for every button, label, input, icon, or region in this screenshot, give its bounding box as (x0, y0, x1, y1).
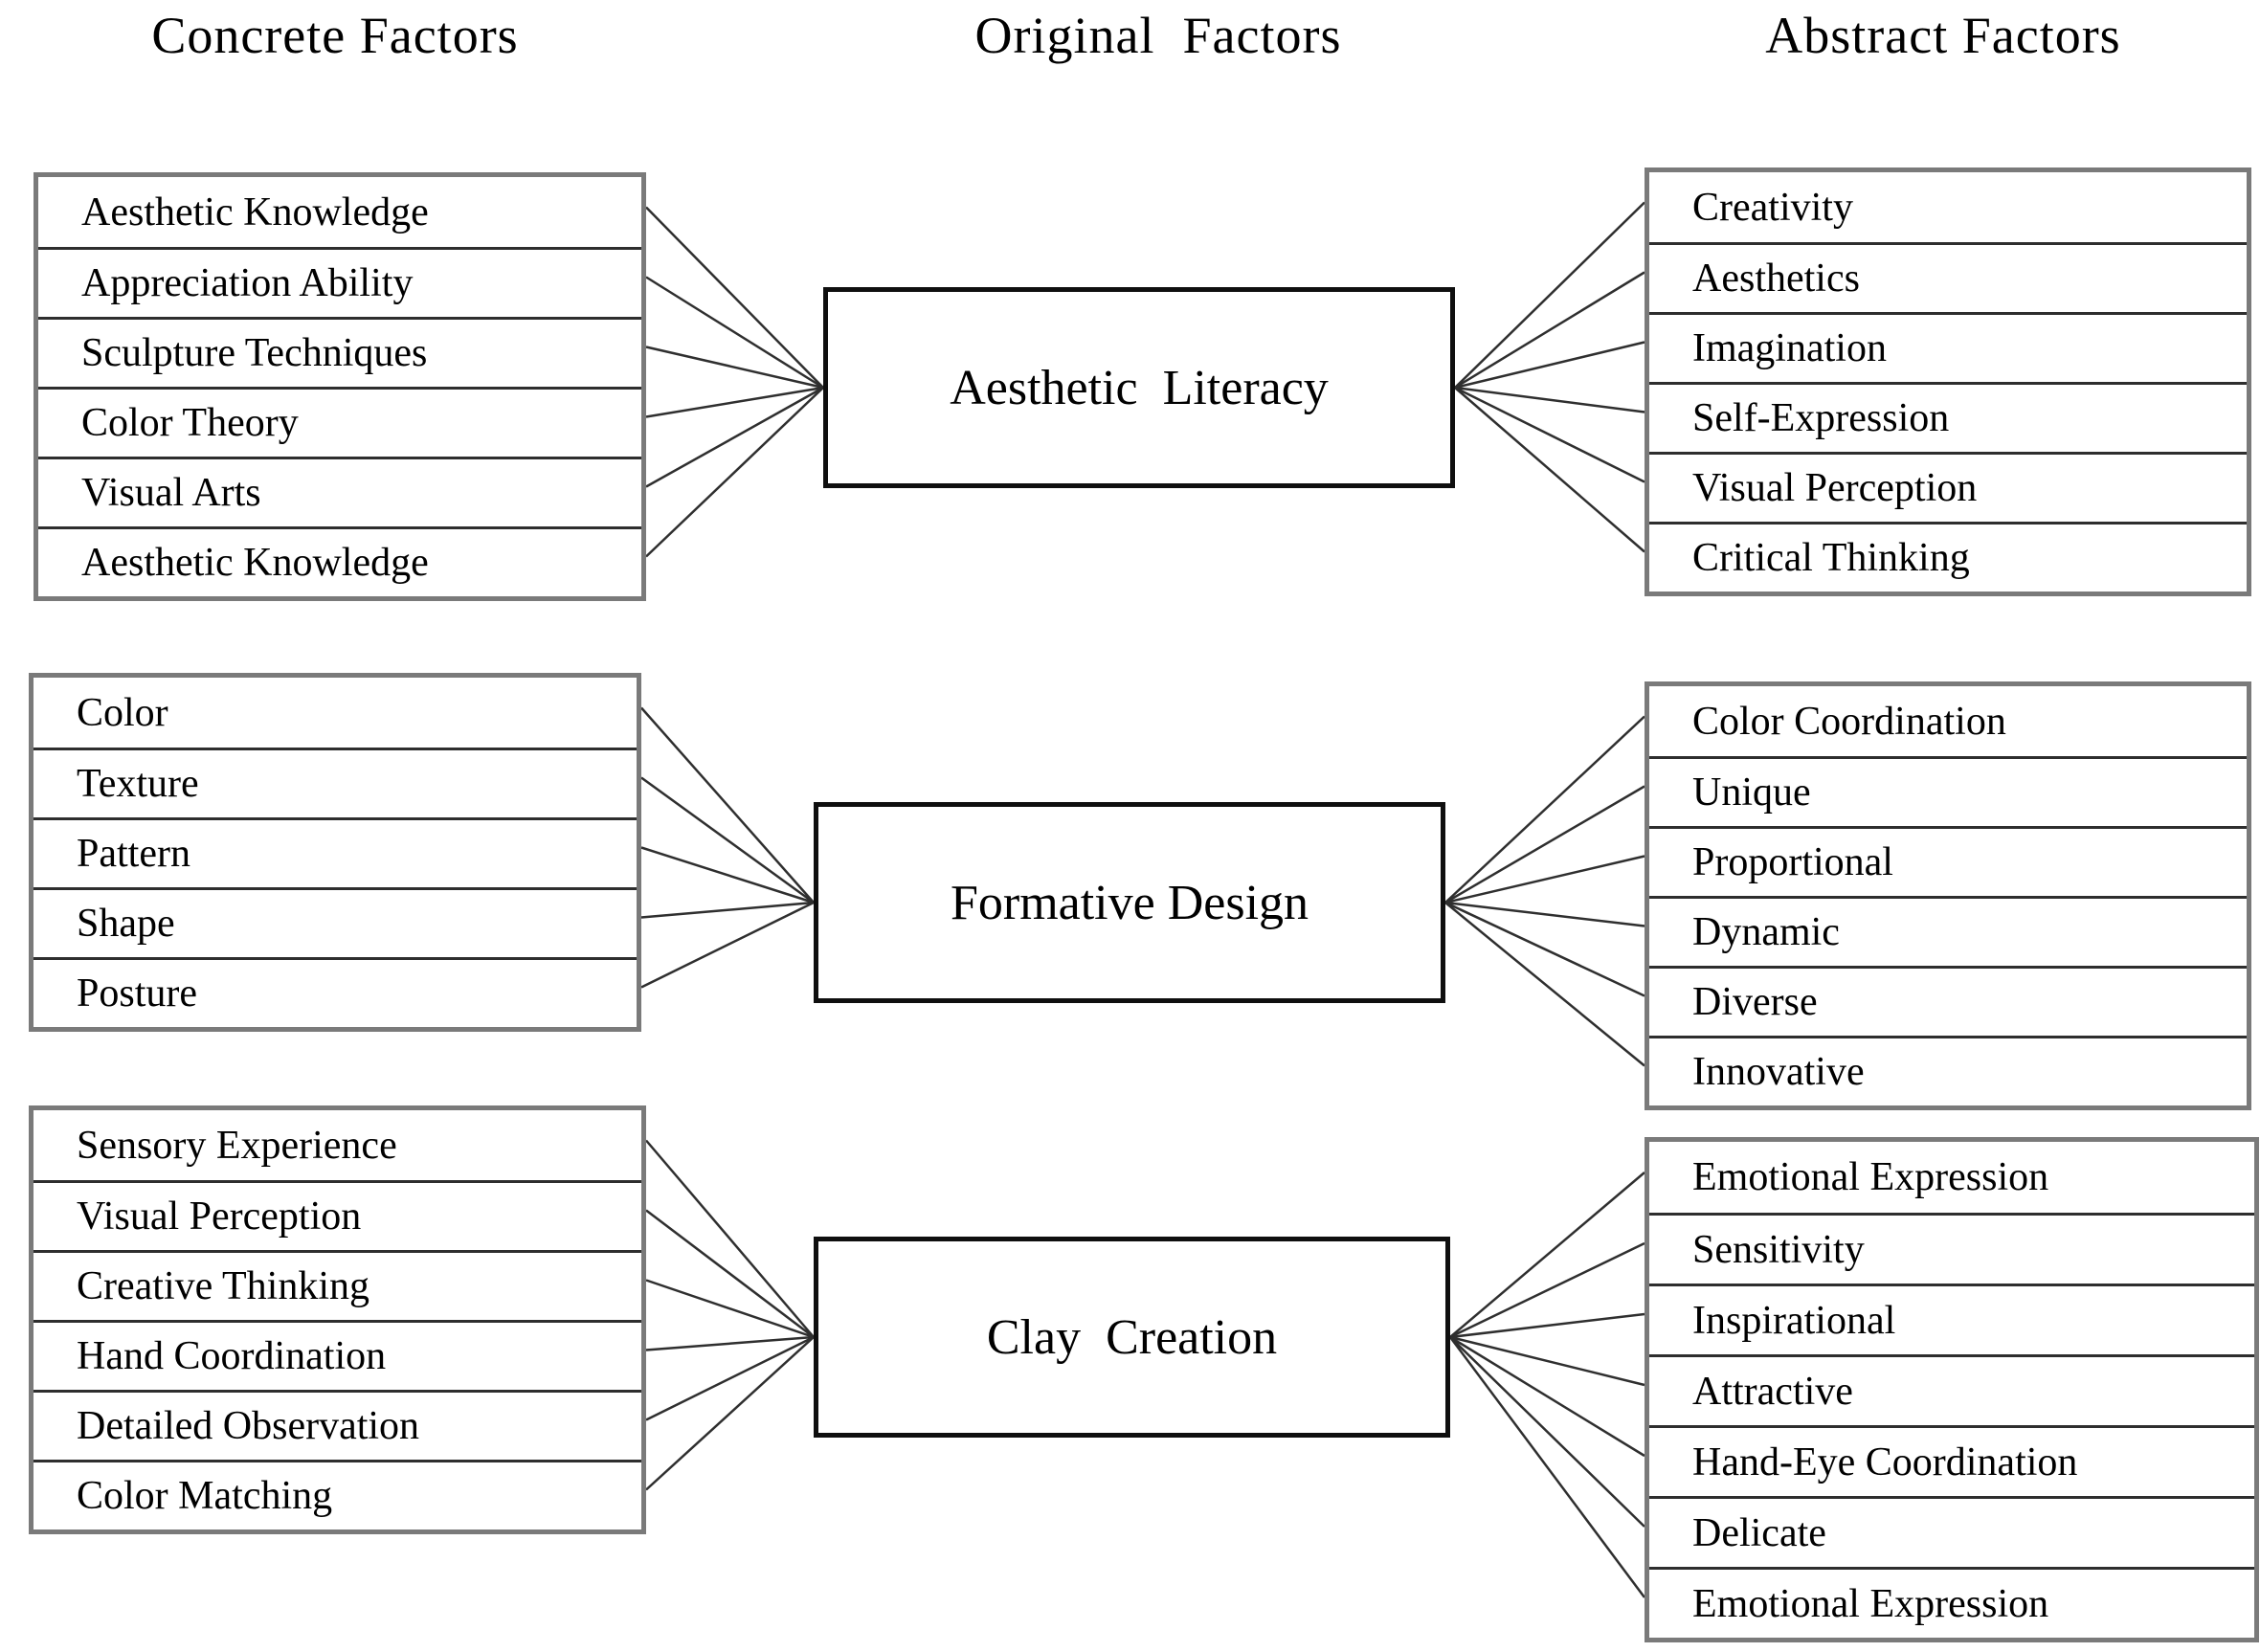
connector-line (1444, 715, 1645, 904)
connector-line (1444, 901, 1645, 997)
abstract-factor-item: Delicate (1649, 1496, 2254, 1567)
abstract-factor-item: Color Coordination (1649, 686, 2247, 756)
concrete-factor-item: Posture (34, 957, 637, 1027)
connector-line (1454, 386, 1645, 483)
abstract-factor-item: Creativity (1649, 172, 2247, 242)
connector-line (1454, 341, 1645, 390)
concrete-factor-item: Sensory Experience (34, 1110, 641, 1180)
abstract-factor-item: Hand-Eye Coordination (1649, 1425, 2254, 1496)
connector-line (1449, 1335, 1645, 1458)
connector-line (645, 206, 824, 389)
original-factor-label: Formative Design (950, 875, 1309, 930)
abstract-factor-item: Innovative (1649, 1036, 2247, 1105)
connector-line (640, 776, 815, 904)
connector-line (640, 846, 815, 904)
abstract-factor-item: Visual Perception (1649, 452, 2247, 522)
connector-line (1454, 271, 1645, 390)
connector-line (640, 901, 815, 989)
connector-line (645, 386, 824, 488)
abstract-factor-item: Imagination (1649, 312, 2247, 382)
connector-line (645, 387, 824, 558)
connector-line (645, 1279, 815, 1339)
abstract-factor-item: Emotional Expression (1649, 1142, 2254, 1213)
column-header-original-factors: Original Factors (974, 7, 1342, 64)
connector-line (1444, 901, 1645, 927)
abstract-factor-item: Attractive (1649, 1354, 2254, 1425)
connector-line (645, 1335, 815, 1351)
connector-line (640, 706, 815, 904)
connector-line (645, 386, 824, 418)
abstract-factor-item: Sensitivity (1649, 1213, 2254, 1284)
connector-line (1449, 1172, 1645, 1338)
original-factor-box-formative-design: Formative Design (814, 802, 1445, 1003)
abstract-factor-item: Unique (1649, 756, 2247, 826)
concrete-factor-item: Sculpture Techniques (38, 317, 641, 387)
abstract-factor-item: Emotional Expression (1649, 1567, 2254, 1638)
concrete-factor-item: Pattern (34, 817, 637, 887)
connector-line (645, 1336, 815, 1491)
concrete-factor-item: Aesthetic Knowledge (38, 526, 641, 596)
column-header-concrete-factors: Concrete Factors (151, 7, 519, 64)
concrete-factor-item: Aesthetic Knowledge (38, 177, 641, 247)
connector-line (1448, 1336, 1646, 1598)
concrete-factor-item: Creative Thinking (34, 1250, 641, 1320)
connector-line (645, 1335, 815, 1421)
column-header-abstract-factors: Abstract Factors (1765, 7, 2121, 64)
concrete-factor-item: Color Theory (38, 387, 641, 457)
concrete-factor-item: Color (34, 678, 637, 748)
abstract-factor-item: Aesthetics (1649, 242, 2247, 312)
concrete-factor-item: Color Matching (34, 1460, 641, 1529)
concrete-factor-item: Detailed Observation (34, 1390, 641, 1460)
original-factor-box-aesthetic-literacy: Aesthetic Literacy (823, 287, 1455, 488)
original-factor-label: Clay Creation (986, 1309, 1278, 1365)
connector-line (1449, 1336, 1645, 1528)
connector-line (1444, 855, 1645, 904)
concrete-factor-item: Shape (34, 887, 637, 957)
connector-line (645, 1209, 815, 1338)
abstract-factor-item: Self-Expression (1649, 382, 2247, 452)
connector-line (1444, 902, 1645, 1067)
connector-line (1454, 386, 1645, 413)
connector-line (1449, 1335, 1645, 1387)
abstract-factor-item: Inspirational (1649, 1284, 2254, 1354)
connector-line (1454, 201, 1645, 389)
concrete-factor-item: Visual Perception (34, 1180, 641, 1250)
concrete-factor-item: Visual Arts (38, 457, 641, 526)
abstract-factor-item: Critical Thinking (1649, 522, 2247, 592)
connector-line (1454, 387, 1645, 553)
abstract-factor-item: Dynamic (1649, 896, 2247, 966)
concrete-factor-item: Texture (34, 748, 637, 817)
concrete-factor-item: Appreciation Ability (38, 247, 641, 317)
original-factor-label: Aesthetic Literacy (950, 360, 1329, 415)
connector-line (640, 901, 815, 919)
concrete-factor-item: Hand Coordination (34, 1320, 641, 1390)
connector-line (1449, 1241, 1645, 1339)
connector-line (645, 1139, 815, 1338)
connector-line (645, 276, 824, 390)
connector-line (645, 346, 824, 390)
abstract-factor-item: Proportional (1649, 826, 2247, 896)
original-factor-box-clay-creation: Clay Creation (814, 1237, 1450, 1438)
abstract-factor-item: Diverse (1649, 966, 2247, 1036)
connector-line (1444, 785, 1645, 904)
connector-line (1449, 1312, 1645, 1339)
